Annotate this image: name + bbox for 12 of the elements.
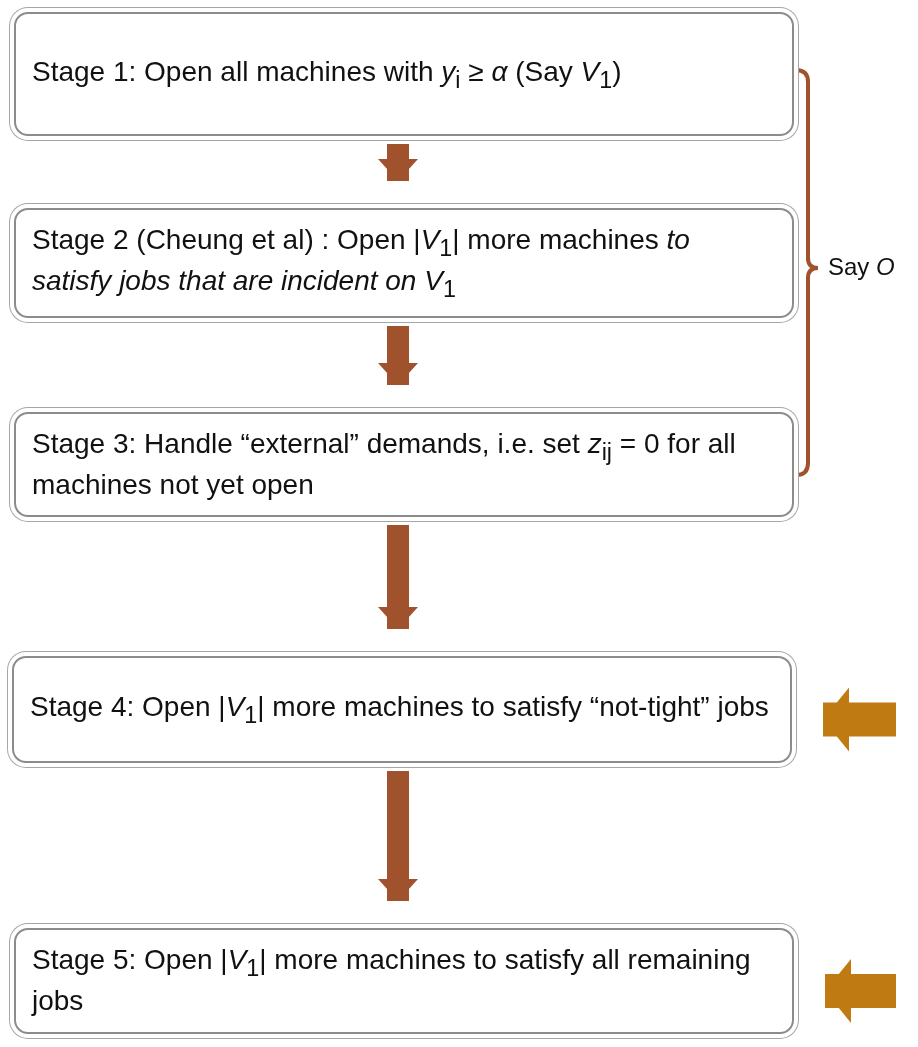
- block-arrow: [823, 687, 896, 752]
- block-arrow: [378, 771, 418, 901]
- stage-text: Stage 3: Handle “external” demands, i.e. set z$_{ij}$ = 0 for all machines not yet open: [32, 426, 737, 502]
- block-arrow: [378, 326, 418, 385]
- block-arrow: [378, 144, 418, 181]
- block-arrow: [378, 525, 418, 629]
- stage-text: Stage 1: Open all machines with y$_{i}$ ≥ α (Say V$_{1}$): [32, 54, 622, 95]
- stage-text: Stage 5: Open |V$_{1}$| more machines to satisfy all remaining jobs: [32, 943, 752, 1019]
- stage-text: Stage 4: Open |V$_{1}$| more machines to satisfy “not-tight” jobs: [30, 690, 769, 730]
- bracket-label: Say O: [828, 253, 895, 281]
- block-arrow: [825, 959, 896, 1023]
- stage-text: Stage 2 (Cheung et al) : Open |V$_{1}$| more machines to satisfy jobs that are incident on V$_{1}$: [32, 223, 691, 304]
